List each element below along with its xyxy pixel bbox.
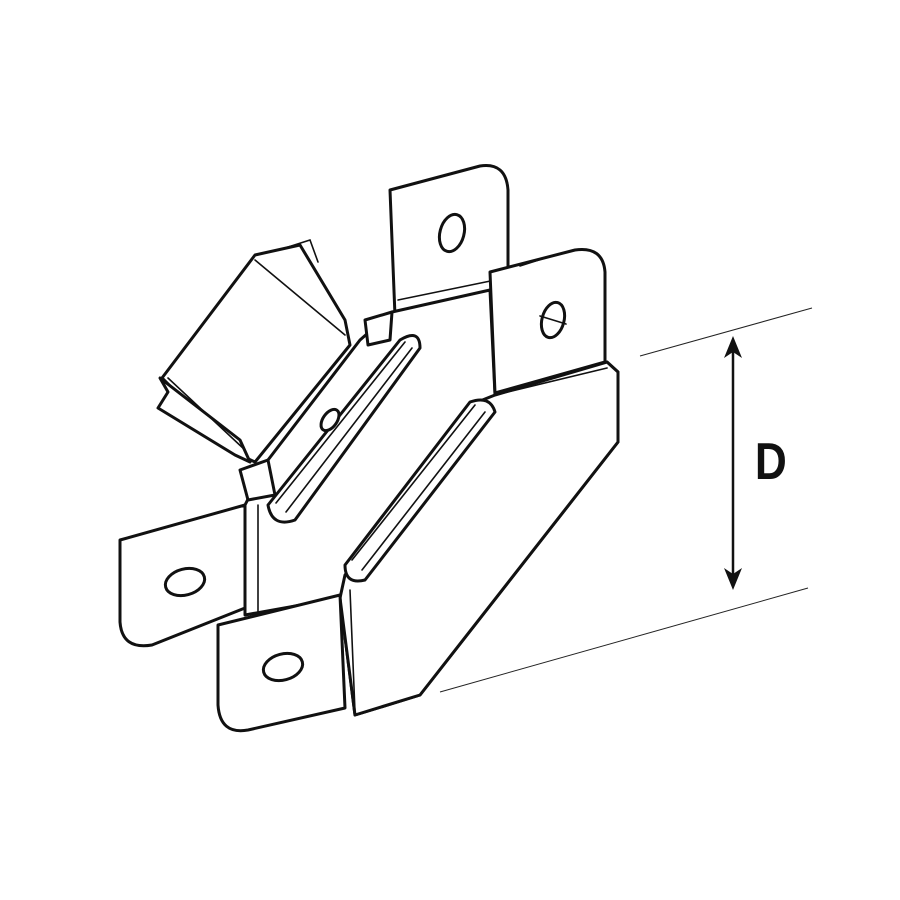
dimension-extension-top bbox=[639, 307, 813, 357]
top-mounting-tab bbox=[388, 164, 510, 318]
dimension-arrow bbox=[724, 336, 742, 590]
dimension-extension-bottom bbox=[439, 587, 809, 693]
right-mounting-tab bbox=[488, 247, 607, 395]
coupler-clip bbox=[156, 239, 394, 502]
tray-body bbox=[243, 288, 620, 717]
dimension-label-d: D bbox=[754, 433, 787, 491]
left-mounting-tab bbox=[118, 503, 247, 648]
bottom-mounting-tab bbox=[216, 593, 347, 733]
